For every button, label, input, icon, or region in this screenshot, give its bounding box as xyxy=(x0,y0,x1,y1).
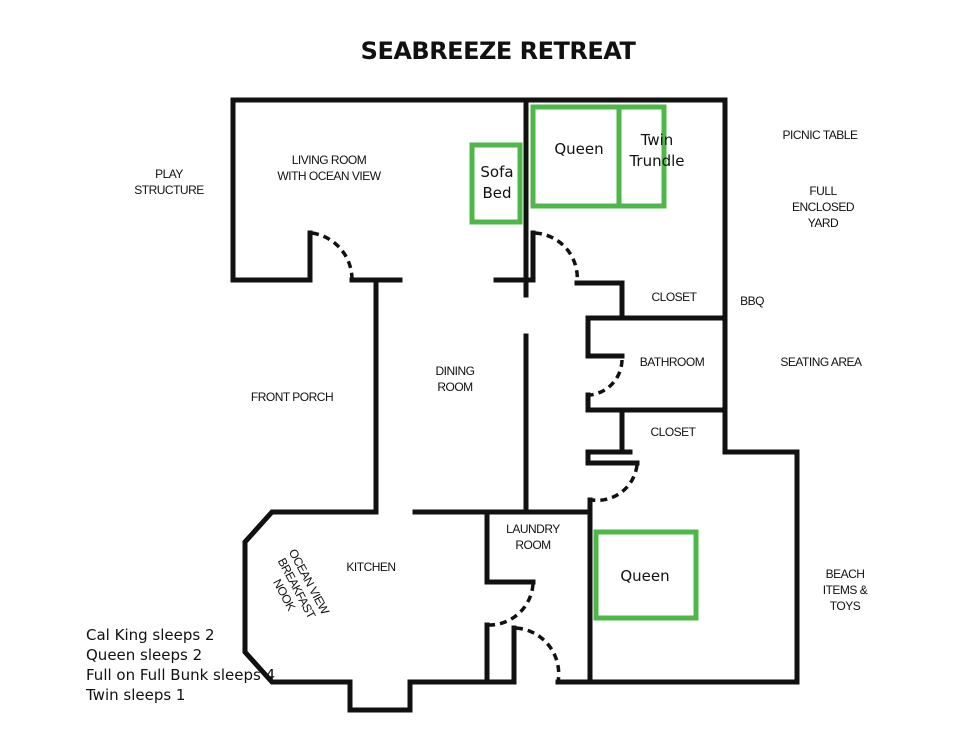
nook-label: OCEAN VIEW BREAKFAST NOOK xyxy=(270,547,332,622)
laundry-label: LAUNDRY xyxy=(506,522,560,536)
bbq-label: BBQ xyxy=(740,294,764,308)
yard-label-2: ENCLOSED xyxy=(792,200,855,214)
door-closet-lower xyxy=(591,464,639,503)
dining-room-label-2: ROOM xyxy=(437,380,473,394)
dining-room-label: DINING xyxy=(436,364,475,378)
trundle-label: Trundle xyxy=(628,152,684,170)
picnic-table-label: PICNIC TABLE xyxy=(783,128,858,142)
beach-items-label-2: ITEMS & xyxy=(823,583,868,597)
queen-bed-lower xyxy=(593,529,699,621)
door-laundry-exit xyxy=(515,626,561,683)
living-room-label: LIVING ROOM xyxy=(292,153,367,167)
yard-label: FULL xyxy=(809,184,837,198)
door-bedroom-upper xyxy=(534,231,580,284)
sleeping-legend: Cal King sleeps 2 Queen sleeps 2 Full on… xyxy=(85,626,275,704)
legend-item: Cal King sleeps 2 xyxy=(86,626,215,644)
queen-lower-label: Queen xyxy=(620,567,669,585)
queen-upper-label: Queen xyxy=(554,140,603,158)
yard-label-3: YARD xyxy=(808,216,839,230)
closet-lower-label: CLOSET xyxy=(650,425,696,439)
twin-trundle-bed xyxy=(616,104,667,209)
seating-area-label: SEATING AREA xyxy=(780,355,862,369)
beach-items-label: BEACH xyxy=(826,567,865,581)
front-porch-label: FRONT PORCH xyxy=(251,390,333,404)
door-bathroom xyxy=(589,359,624,397)
bathroom-label: BATHROOM xyxy=(640,355,705,369)
sofa-bed xyxy=(469,142,523,225)
walls xyxy=(230,97,800,713)
legend-item: Queen sleeps 2 xyxy=(86,646,202,664)
legend-item: Twin sleeps 1 xyxy=(85,686,185,704)
door-living-porch xyxy=(311,231,354,281)
play-structure-label: PLAY xyxy=(155,167,183,181)
sofa-bed-label-2: Bed xyxy=(482,184,511,202)
door-laundry xyxy=(488,583,535,627)
kitchen-label: KITCHEN xyxy=(346,560,395,574)
twin-label: Twin xyxy=(640,131,674,149)
doors xyxy=(311,231,639,683)
closet-upper-label: CLOSET xyxy=(651,290,697,304)
legend-item: Full on Full Bunk sleeps 4 xyxy=(86,666,275,684)
living-room-label-2: WITH OCEAN VIEW xyxy=(277,169,381,183)
play-structure-label-2: STRUCTURE xyxy=(134,183,204,197)
plan-title: SEABREEZE RETREAT xyxy=(361,37,637,65)
beds: Sofa Bed Queen Twin Trundle Queen xyxy=(469,104,699,621)
sofa-bed-label: Sofa xyxy=(480,163,513,181)
laundry-label-2: ROOM xyxy=(515,538,551,552)
beach-items-label-3: TOYS xyxy=(830,599,861,613)
